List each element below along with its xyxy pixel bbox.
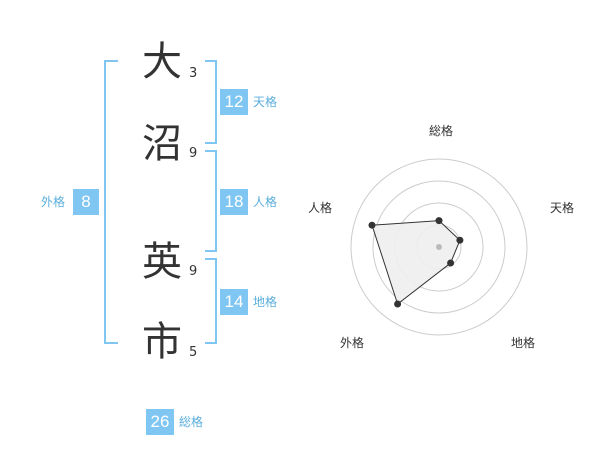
radar-axis-label-tenkaku: 天格 [550, 200, 574, 215]
gaikaku-bracket [104, 60, 118, 344]
jinkaku-value-badge: 18 [220, 189, 248, 215]
tenkaku-label: 天格 [253, 95, 278, 109]
radar-chart: 総格 天格 地格 外格 人格 [308, 123, 574, 350]
jinkaku-label: 人格 [253, 195, 278, 209]
soukaku-label: 総格 [179, 415, 204, 429]
stroke-count-2: 9 [189, 146, 198, 161]
radar-axis-label-gaikaku: 外格 [340, 335, 364, 350]
radar-points [368, 217, 464, 308]
tenkaku-bracket [205, 60, 217, 144]
chikaku-bracket [205, 258, 217, 344]
stroke-count-4: 5 [189, 345, 198, 360]
jinkaku-bracket [205, 150, 217, 252]
radar-axis-label-soukaku: 総格 [429, 123, 453, 138]
radar-axis-label-chikaku: 地格 [511, 335, 535, 350]
radar-ring [372, 180, 506, 314]
soukaku-value-badge: 26 [146, 409, 174, 435]
radar-axis-label-jinkaku: 人格 [308, 200, 332, 215]
stroke-count-1: 3 [189, 66, 198, 81]
chikaku-label: 地格 [253, 295, 278, 309]
radar-point-3 [394, 300, 402, 308]
gaikaku-value-badge: 8 [73, 189, 99, 215]
tenkaku-value-badge: 12 [220, 89, 248, 115]
radar-point-2 [447, 259, 455, 267]
gaikaku-label: 外格 [41, 195, 66, 209]
radar-center-dot [436, 244, 442, 250]
name-char-2: 沼 [142, 121, 182, 167]
radar-ring [350, 158, 528, 336]
radar-point-0 [435, 217, 443, 225]
stroke-count-3: 9 [189, 264, 198, 279]
radar-point-1 [456, 236, 464, 244]
name-char-4: 市 [142, 319, 182, 365]
radar-area [371, 220, 461, 305]
chikaku-value-badge: 14 [220, 289, 248, 315]
name-char-1: 大 [142, 39, 182, 85]
radar-point-4 [368, 221, 376, 229]
name-char-3: 英 [142, 239, 182, 285]
